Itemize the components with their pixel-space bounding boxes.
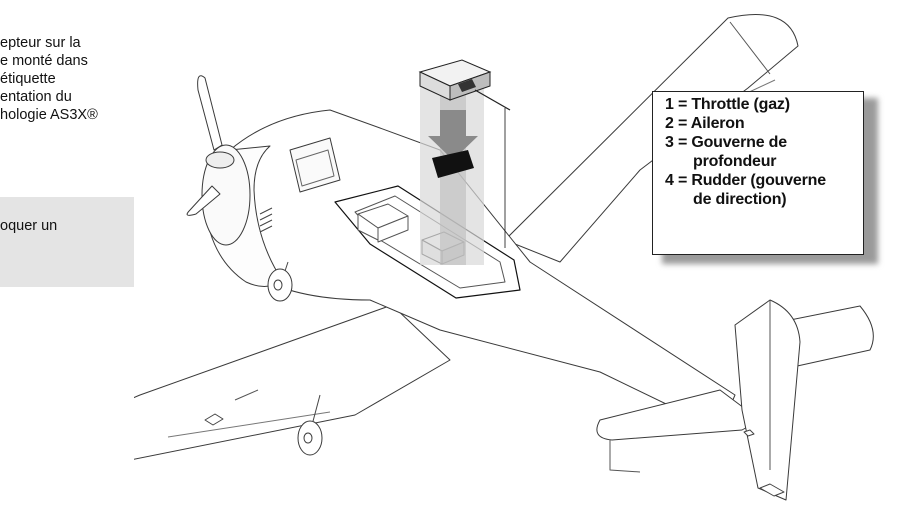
propeller xyxy=(197,75,223,151)
legend-line-3-cont: profondeur xyxy=(693,153,777,170)
legend-line-4-cont: de direction) xyxy=(693,191,787,208)
legend-line-2: 2 = Aileron xyxy=(665,115,745,132)
intro-text-line: étiquette xyxy=(0,71,56,87)
down-arrow xyxy=(428,110,478,160)
intro-text-line: hologie AS3X® xyxy=(0,107,98,123)
intro-text-line: epteur sur la xyxy=(0,35,81,51)
cowl-face xyxy=(201,144,251,246)
left-wing xyxy=(134,304,451,460)
note-text: oquer un xyxy=(0,218,58,234)
note-box: oquer un xyxy=(0,197,134,287)
landing-gear xyxy=(267,261,323,456)
placement-marker xyxy=(432,150,474,178)
legend-line-3: 3 = Gouverne de xyxy=(665,134,787,151)
intro-text: epteur sur la e monté dans étiquette ent… xyxy=(0,34,98,124)
vertical-tail xyxy=(734,299,801,501)
receiver-placement-guide xyxy=(418,59,511,265)
channel-legend: 1 = Throttle (gaz) 2 = Aileron 3 = Gouve… xyxy=(652,91,864,255)
legend-line-4: 4 = Rudder (gouverne xyxy=(665,172,826,189)
legend-line-1: 1 = Throttle (gaz) xyxy=(665,96,790,113)
intro-text-line: entation du xyxy=(0,89,72,105)
airplane-receiver-illustration xyxy=(134,14,874,501)
intro-text-line: e monté dans xyxy=(0,53,88,69)
